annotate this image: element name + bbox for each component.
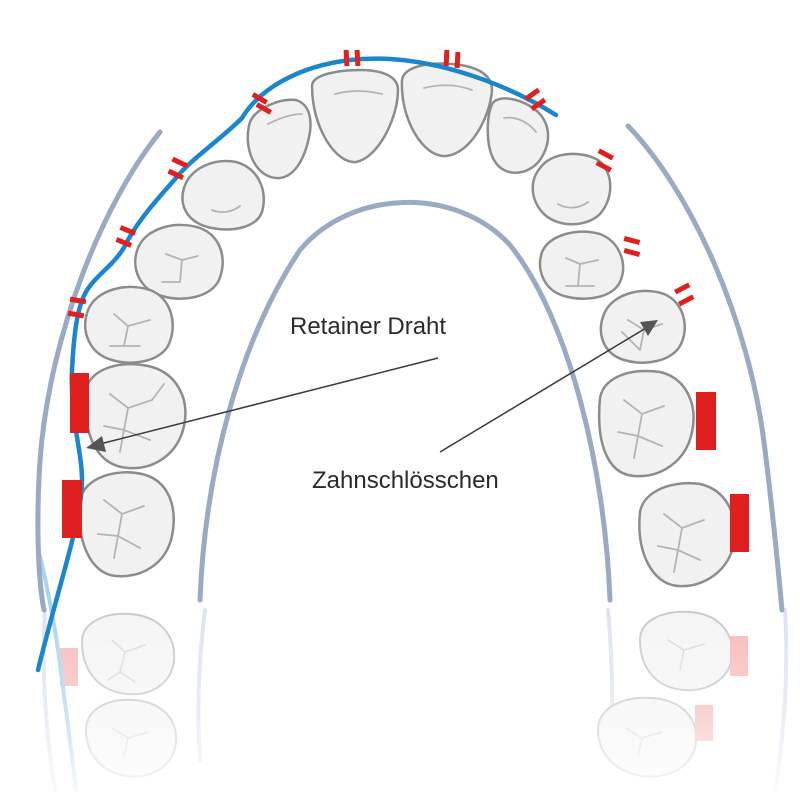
bracket-lateral-right bbox=[524, 87, 547, 112]
pointer-bracket-line bbox=[439, 327, 647, 453]
tooth-premolar-1-left bbox=[134, 223, 224, 300]
bracket-molar-1-right bbox=[696, 392, 716, 450]
tooth-premolar-1-right bbox=[538, 230, 625, 300]
pointer-bracket-arrowhead bbox=[640, 320, 658, 336]
tooth-lateral-right bbox=[486, 97, 550, 174]
outer-gum-right bbox=[625, 123, 785, 613]
tooth-molar-2-right bbox=[638, 481, 736, 588]
bracket-molar-2-right bbox=[730, 494, 749, 552]
tooth-incisor-left bbox=[310, 68, 400, 164]
gum-lines bbox=[35, 123, 785, 613]
inner-gum-palate bbox=[197, 199, 613, 603]
bracket-canine-right bbox=[595, 148, 615, 173]
bracket-premolar-2-left bbox=[67, 296, 87, 319]
bracket-premolar-1-left bbox=[115, 225, 137, 248]
tooth-molar-1-right bbox=[597, 369, 695, 478]
tooth-canine-right bbox=[531, 152, 612, 226]
bracket-molar-2-left bbox=[62, 480, 82, 538]
tooth-molar-1-left bbox=[84, 362, 187, 470]
reflection bbox=[0, 554, 800, 800]
outer-gum-left bbox=[35, 129, 163, 613]
bracket-premolar-2-right bbox=[673, 282, 695, 307]
bracket-molar-1-left bbox=[70, 373, 89, 433]
retainer-wire bbox=[35, 56, 559, 673]
bracket-canine-left bbox=[167, 156, 189, 181]
tooth-premolar-2-left bbox=[84, 285, 174, 364]
bracket-premolar-1-right bbox=[623, 235, 641, 257]
tooth-incisor-right bbox=[400, 62, 494, 158]
label-brackets: Zahnschlösschen bbox=[312, 467, 499, 494]
bracket-incisor-left bbox=[343, 49, 361, 67]
bracket-incisor-right bbox=[443, 49, 461, 69]
pointers bbox=[86, 320, 658, 453]
tooth-molar-2-left bbox=[78, 471, 175, 578]
brackets bbox=[62, 49, 749, 552]
pointer-wire-arrowhead bbox=[86, 436, 106, 452]
teeth bbox=[78, 62, 736, 588]
tooth-canine-left bbox=[181, 159, 265, 231]
tooth-lateral-left bbox=[246, 98, 312, 180]
label-retainer-wire: Retainer Draht bbox=[290, 313, 446, 340]
pointer-wire-line bbox=[99, 357, 439, 445]
bracket-lateral-left bbox=[251, 92, 272, 115]
